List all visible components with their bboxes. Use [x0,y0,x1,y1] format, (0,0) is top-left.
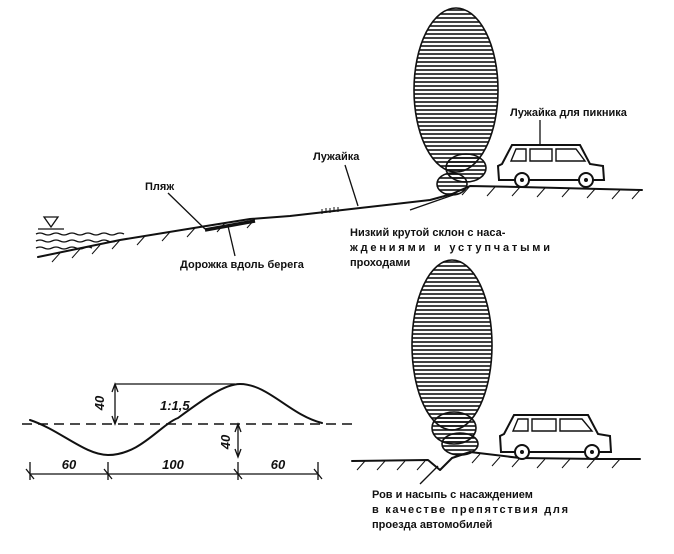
label-beach: Пляж [145,181,174,193]
leader-line-ditch [419,465,439,485]
bottom-right-section: Ров и насыпь с насаждением в качестве пр… [351,259,641,531]
leader-lines-top [167,120,541,257]
water-level-icon [38,216,64,230]
label-lawn: Лужайка [313,151,360,163]
slope-label: 1:1,5 [160,398,190,413]
label-ditch-line1: Ров и насыпь с насаждением [372,489,533,501]
ground-profile-top [37,185,643,258]
dim-widths [25,462,323,480]
label-slope-line2: ждениями и уступчатыми [349,242,550,254]
top-section: Пляж Лужайка Лужайка для пикника Дорожка… [35,7,643,271]
dim-label-height-top: 40 [92,395,107,411]
ground-hatching-top [51,185,641,263]
dim-label-depth-bottom: 40 [218,434,233,450]
shore-path-surface [204,219,256,232]
dim-height-top [111,382,235,426]
dim-label-width-mid: 100 [162,457,184,472]
label-shore-path: Дорожка вдоль берега [180,259,305,271]
dim-depth-bottom [234,422,242,459]
label-ditch-line2: в качестве препятствия для [372,504,568,516]
cross-section-profile: 40 40 1:1,5 60 100 60 [22,382,352,480]
lawn-grass [321,207,339,214]
tree-bottom [411,259,493,456]
label-picnic-lawn: Лужайка для пикника [510,107,628,119]
dim-label-width-right: 60 [271,457,286,472]
label-slope-line3: проходами [350,257,410,269]
ground-hatching-bottom [356,453,621,471]
dim-label-width-left: 60 [62,457,77,472]
ditch-mound-curve [29,383,323,456]
label-ditch-line3: проезда автомобилей [372,519,492,531]
label-slope-line1: Низкий крутой склон с наса- [350,227,506,239]
car-top [496,144,606,188]
tree-top [413,7,499,196]
car-bottom [498,414,613,460]
